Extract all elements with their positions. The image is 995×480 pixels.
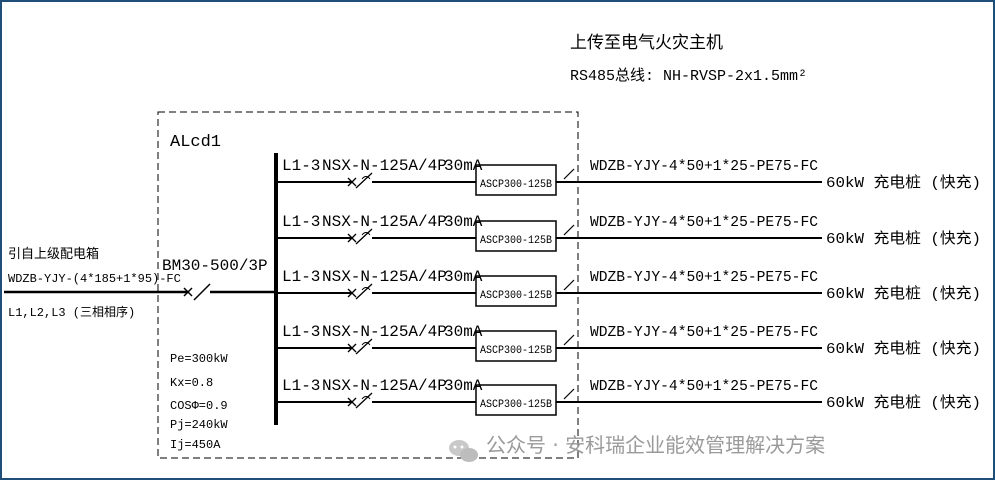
param-ij: Ij=450A [170, 438, 221, 452]
branch-breaker-x2 [347, 177, 357, 187]
param-cos: COSΦ=0.9 [170, 399, 228, 413]
branch-module-box [475, 384, 557, 416]
param-pe: Pe=300kW [170, 352, 228, 366]
branch-rcd-symbol [361, 287, 371, 291]
branch-tick [563, 388, 575, 400]
upload-bus-spec: RS485总线: NH-RVSP-2x1.5mm² [570, 67, 807, 85]
branch-load-label: 60kW 充电桩 (快充) [826, 340, 981, 358]
branch-rcd-symbol [361, 342, 371, 346]
param-pj: Pj=240kW [170, 418, 228, 432]
branch-rcd-label: 30mA [444, 323, 483, 341]
branch-rcd-label: 30mA [444, 213, 483, 231]
main-breaker-label: BM30-500/3P [162, 257, 268, 275]
branch-tick [563, 279, 575, 291]
branch-tick [563, 224, 575, 236]
branch-cable-label: WDZB-YJY-4*50+1*25-PE75-FC [590, 269, 818, 286]
branch-rcd-label: 30mA [444, 157, 483, 175]
param-kx: Kx=0.8 [170, 376, 213, 390]
branch-module-label: ASCP300-125B [480, 345, 552, 357]
branch-module-label: ASCP300-125B [480, 399, 552, 411]
branch-phase: L1-3 [282, 323, 320, 341]
branch-breaker-x2 [347, 343, 357, 353]
branch-breaker-label: NSX-N-125A/4P [322, 377, 447, 395]
branch-module-label: ASCP300-125B [480, 290, 552, 302]
branch-rcd-label: 30mA [444, 377, 483, 395]
branch-load-label: 60kW 充电桩 (快充) [826, 394, 981, 412]
branch-breaker-blade [355, 392, 373, 409]
branch-load-label: 60kW 充电桩 (快充) [826, 174, 981, 192]
branch-rcd-symbol [361, 396, 371, 400]
branch-breaker-blade [355, 172, 373, 189]
panel-boundary [157, 111, 579, 459]
incoming-source: 引自上级配电箱 [8, 246, 99, 262]
panel-label: ALcd1 [170, 133, 221, 152]
branch-breaker-label: NSX-N-125A/4P [322, 323, 447, 341]
branch-phase: L1-3 [282, 213, 320, 231]
branch-module-box [475, 330, 557, 362]
branch-tick [563, 168, 575, 180]
load-parameters: Pe=300kW Kx=0.8 COSΦ=0.9 Pj=240kW Ij=450… [170, 352, 228, 452]
branch-module-box [475, 164, 557, 196]
branch-phase: L1-3 [282, 157, 320, 175]
branch-cable-label: WDZB-YJY-4*50+1*25-PE75-FC [590, 378, 818, 395]
branch-breaker-x2 [347, 233, 357, 243]
watermark: 公众号 · 安科瑞企业能效管理解决方案 [449, 433, 825, 462]
branch-module-label: ASCP300-125B [480, 235, 552, 247]
branch-cable-label: WDZB-YJY-4*50+1*25-PE75-FC [590, 214, 818, 231]
branch-tick [563, 334, 575, 346]
branch-rcd-label: 30mA [444, 268, 483, 286]
branch-load-label: 60kW 充电桩 (快充) [826, 230, 981, 248]
branch-breaker-label: NSX-N-125A/4P [322, 213, 447, 231]
branch-module-box [475, 275, 557, 307]
incoming-cable: WDZB-YJY-(4*185+1*95)-FC [8, 272, 181, 286]
incoming-phase: L1,L2,L3 (三相相序) [8, 304, 135, 320]
branch-breaker-x2 [347, 288, 357, 298]
main-breaker-x2 [183, 287, 193, 297]
branch-load-label: 60kW 充电桩 (快充) [826, 285, 981, 303]
main-breaker-blade [193, 283, 211, 301]
branch-module-label: ASCP300-125B [480, 179, 552, 191]
branch-phase: L1-3 [282, 377, 320, 395]
wechat-icon [449, 440, 478, 462]
upload-title: 上传至电气火灾主机 [570, 33, 723, 54]
watermark-text: 公众号 · 安科瑞企业能效管理解决方案 [486, 433, 825, 457]
branch-phase: L1-3 [282, 268, 320, 286]
branch-breaker-blade [355, 283, 373, 300]
branch-rcd-symbol [361, 176, 371, 180]
branch-module-box [475, 220, 557, 252]
branch-rcd-symbol [361, 232, 371, 236]
branch-cable-label: WDZB-YJY-4*50+1*25-PE75-FC [590, 158, 818, 175]
branch-breaker-blade [355, 338, 373, 355]
branch-breaker-x2 [347, 397, 357, 407]
branch-breaker-label: NSX-N-125A/4P [322, 268, 447, 286]
branch-breaker-label: NSX-N-125A/4P [322, 157, 447, 175]
branch-breaker-blade [355, 228, 373, 245]
branch-cable-label: WDZB-YJY-4*50+1*25-PE75-FC [590, 324, 818, 341]
